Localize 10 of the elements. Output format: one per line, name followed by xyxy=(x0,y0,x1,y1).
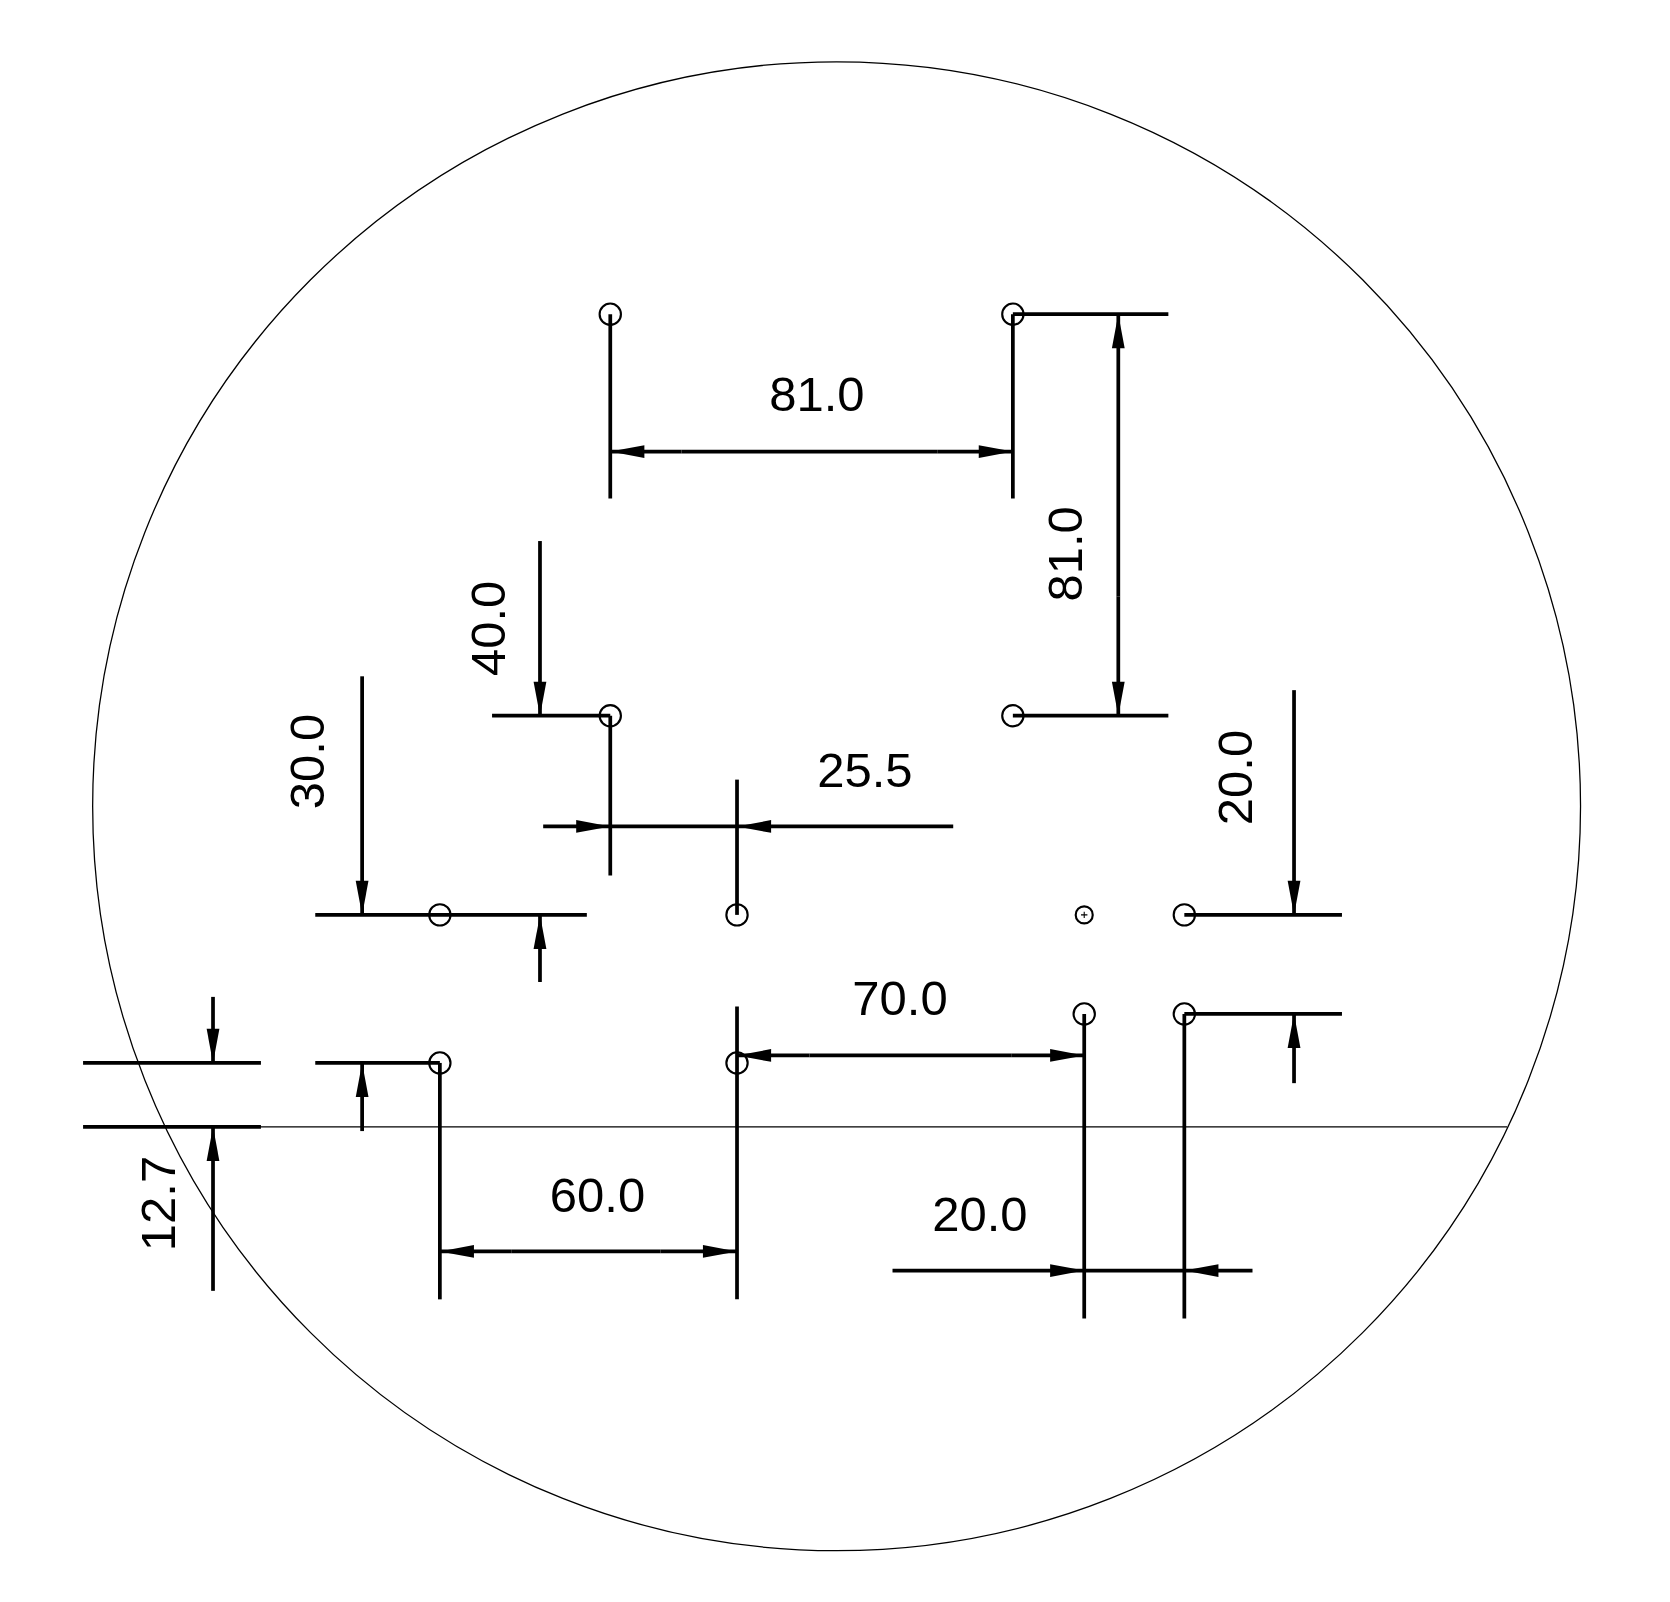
dimension-value: 20.0 xyxy=(1210,729,1260,826)
dimension-value: 81.0 xyxy=(769,369,865,419)
dimension-value: 70.0 xyxy=(852,973,948,1023)
dimension-value: 12.7 xyxy=(133,1155,183,1252)
dimension-value: 20.0 xyxy=(932,1189,1028,1239)
dimension-value: 81.0 xyxy=(1040,506,1090,602)
dimension-value: 40.0 xyxy=(463,580,513,677)
dimension-value: 25.5 xyxy=(817,745,913,795)
dimension-value: 30.0 xyxy=(282,713,332,810)
dimension-value: 60.0 xyxy=(549,1170,646,1220)
